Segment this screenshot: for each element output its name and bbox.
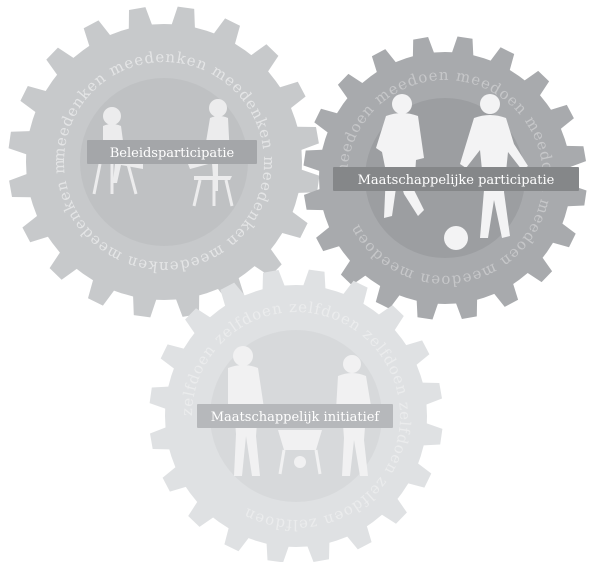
gear-bottom-label: Maatschappelijk initiatief <box>211 410 381 425</box>
gear-bottom-label-background <box>197 404 393 428</box>
gear-bottom: zelfdoen zelfdoen zelfdoen zelfdoen zelf… <box>149 269 443 562</box>
gear-left-label-background <box>87 140 257 164</box>
gear-right: meedoen meedoen meedoen meedoen meedoen … <box>303 36 587 320</box>
gear-left: meedenken meedenken meedenken meedenken … <box>0 0 320 318</box>
gear-left-label: Beleidsparticipatie <box>110 146 235 161</box>
gear-right-label-background <box>333 167 579 191</box>
gear-right-label: Maatschappelijke participatie <box>358 173 555 188</box>
